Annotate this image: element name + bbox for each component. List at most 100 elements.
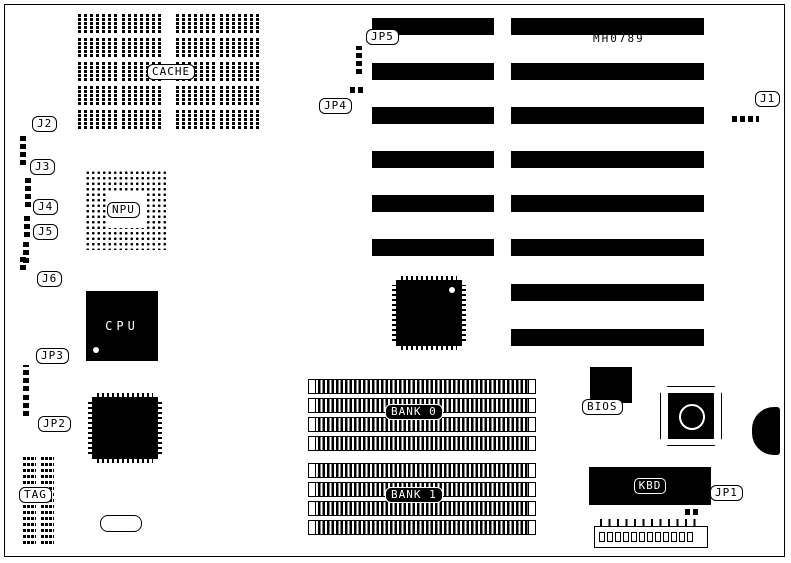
cache-chip [176,110,216,130]
cache-chip [220,86,260,106]
cache-chip [78,86,118,106]
jumper-jp4-label: JP4 [319,98,352,114]
tag-label: TAG [19,487,52,503]
plcc-socket [660,386,722,446]
qfp-pins-bottom [97,459,153,463]
npu-label: NPU [107,202,140,218]
qfp-pins-top [97,393,153,397]
isa-slot-bar [372,63,494,80]
cache-label: CACHE [147,64,196,80]
isa-slot-bar [511,107,704,124]
jumper-jp2-pins [23,392,29,416]
power-connector [594,526,708,548]
plcc-chip [668,393,714,439]
jumper-j3-label: J3 [30,159,56,175]
jumper-j1-label: J1 [755,91,781,107]
jumper-j1-pins [732,116,759,122]
cpu-chip: CPU [86,291,158,361]
bank1-label: BANK 1 [385,487,443,503]
jumper-j5-label: J5 [33,224,59,240]
cache-chip [122,38,162,58]
cache-chip [78,38,118,58]
kbd-chip: KBD [589,467,711,505]
power-pin [647,532,653,542]
isa-slot-bar [372,151,494,168]
simm-socket [308,436,536,451]
cache-chip [122,110,162,130]
jumper-jp5-label: JP5 [366,29,399,45]
jumper-j6-label: J6 [37,271,63,287]
jumper-j2-pins [20,134,26,165]
isa-slot-bar [511,239,704,256]
cache-chip [220,110,260,130]
cache-chip [78,62,118,82]
jumper-jp4-pins [350,87,366,93]
power-pin [607,532,613,542]
isa-slot-bar [511,195,704,212]
jumper-jp1-label: JP1 [710,485,743,501]
isa-slot-bar [372,195,494,212]
part-number: MH0789 [593,32,645,45]
cache-chip [78,14,118,34]
cache-chip [220,62,260,82]
cache-chip [176,38,216,58]
crystal-oscillator [100,515,142,532]
cache-chip-array-right [176,14,260,130]
jumper-j3-pins [25,176,31,207]
bios-chip [590,367,632,403]
qfp-pins-right [462,285,466,341]
jumper-jp1-pins [685,509,701,515]
power-pin [631,532,637,542]
power-pin [655,532,661,542]
power-pin [671,532,677,542]
cache-chip [220,14,260,34]
cache-chip [220,38,260,58]
jumper-j4-label: J4 [33,199,59,215]
qfp-pins-bottom [401,346,457,350]
qfp-pins-left [392,285,396,341]
jumper-jp5-pins [356,46,362,74]
jumper-jp3-pins [23,365,29,391]
simm-socket [308,463,536,478]
power-pin [687,532,693,542]
isa-slot-bar [511,284,704,301]
cpu-pin1-dot [93,347,99,353]
power-pin [639,532,645,542]
simm-socket [308,520,536,535]
power-pin [679,532,685,542]
bios-label: BIOS [582,399,623,415]
cache-chip [78,110,118,130]
qfp-chip-center [392,276,466,350]
isa-slot-bar [372,107,494,124]
board-outline [4,4,785,557]
isa-slot-bar [511,329,704,346]
power-pin [615,532,621,542]
keyboard-din-connector [752,407,780,455]
simm-socket [308,379,536,394]
isa-slot-bar [372,239,494,256]
cache-chip [122,86,162,106]
bank0-label: BANK 0 [385,404,443,420]
simm-socket [308,501,536,516]
qfp-pins-right [158,402,162,454]
jumper-j6-pins [20,255,26,270]
jumper-jp2-label: JP2 [38,416,71,432]
qfp-pins-top [401,276,457,280]
isa-slot-bar [511,63,704,80]
isa-slot-bar [511,151,704,168]
qfp-pin1-dot [449,287,455,293]
power-pin [623,532,629,542]
qfp-pins-left [88,402,92,454]
kbd-label: KBD [633,478,667,494]
cache-chip [176,14,216,34]
power-pin [663,532,669,542]
isa-slot-bar [511,18,704,35]
power-connector-pin-ticks [600,519,702,526]
plcc-chip-dimple [679,404,705,430]
cpu-label: CPU [105,319,139,333]
cache-chip [122,14,162,34]
power-pin [599,532,605,542]
jumper-j2-label: J2 [32,116,58,132]
cache-chip [176,86,216,106]
